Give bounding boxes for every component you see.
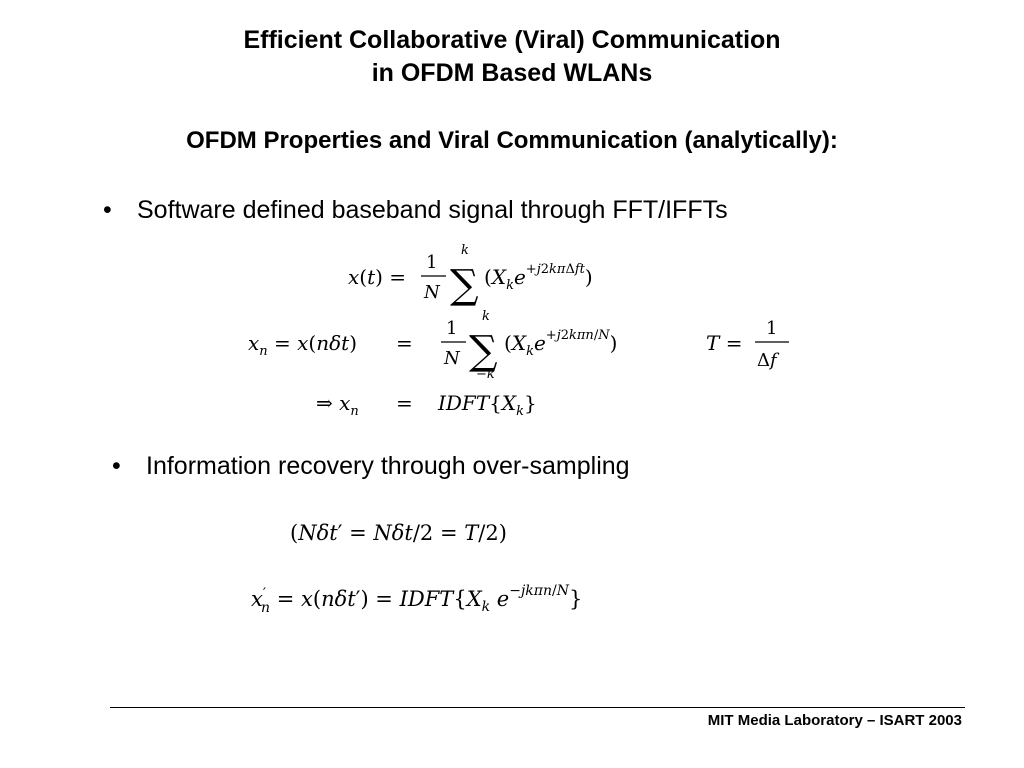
svg-text:Δf: Δf [757, 350, 780, 371]
equation-period: T = 1 Δf [706, 318, 789, 371]
svg-text:N: N [443, 348, 461, 369]
bullet-item: • Information recovery through over-sampl… [112, 452, 630, 481]
svg-text:(Xke+j2kπΔft): (Xke+j2kπΔft) [484, 262, 593, 293]
slide-subtitle: OFDM Properties and Viral Communication … [186, 127, 838, 154]
svg-text:−k: −k [476, 367, 495, 382]
svg-text:x′n = x(nδt′) = IDFT{Xk e−jkπn: x′n = x(nδt′) = IDFT{Xk e−jkπn/N} [251, 583, 582, 616]
slide-title-line-2: in OFDM Based WLANs [371, 59, 653, 87]
bullet-item: • Software defined baseband signal throug… [103, 196, 728, 225]
svg-text:N: N [423, 282, 441, 303]
bullet-dot-icon: • [112, 452, 121, 480]
svg-text:∑: ∑ [469, 328, 498, 374]
svg-text:k: k [482, 309, 490, 324]
svg-text:∑: ∑ [450, 262, 479, 308]
equation-oversampled-idft: x′n = x(nδt′) = IDFT{Xk e−jkπn/N} [251, 583, 582, 616]
svg-text:=: = [396, 331, 413, 355]
bullet-text: Information recovery through over-sampli… [146, 452, 630, 480]
equation-dft-sampled: xn = x(nδt) = 1 N ∑ k −k (Xke+j2kπn/N) [248, 309, 617, 382]
equation-idft: ⇒ xn = IDFT{Xk} [316, 391, 537, 419]
slide-title: Efficient Collaborative (Viral) Communic… [0, 24, 1024, 90]
svg-text:1: 1 [426, 252, 437, 273]
svg-text:T =: T = [706, 331, 742, 355]
svg-text:⇒ xn: ⇒ xn [316, 391, 359, 419]
svg-text:(Nδt′ = Nδt/2 = T/2): (Nδt′ = Nδt/2 = T/2) [290, 521, 507, 545]
svg-text:xn = x(nδt): xn = x(nδt) [248, 331, 357, 359]
svg-text:IDFT{Xk}: IDFT{Xk} [437, 391, 537, 419]
svg-text:1: 1 [766, 318, 777, 339]
svg-text:k: k [461, 243, 469, 258]
slide-footer: MIT Media Laboratory – ISART 2003 [707, 712, 962, 729]
svg-text:=: = [396, 391, 413, 415]
equation-dft-continuous: x(t) = 1 N ∑ k (Xke+j2kπΔft) [348, 243, 593, 308]
equation-oversampling-period: (Nδt′ = Nδt/2 = T/2) [290, 521, 507, 545]
bullet-text: Software defined baseband signal through… [137, 196, 728, 224]
svg-text:1: 1 [446, 318, 457, 339]
slide-title-line-1: Efficient Collaborative (Viral) Communic… [243, 26, 781, 54]
svg-text:(Xke+j2kπn/N): (Xke+j2kπn/N) [504, 328, 617, 359]
footer-divider [110, 707, 965, 708]
svg-text:x(t) =: x(t) = [348, 265, 406, 289]
bullet-dot-icon: • [103, 196, 112, 224]
